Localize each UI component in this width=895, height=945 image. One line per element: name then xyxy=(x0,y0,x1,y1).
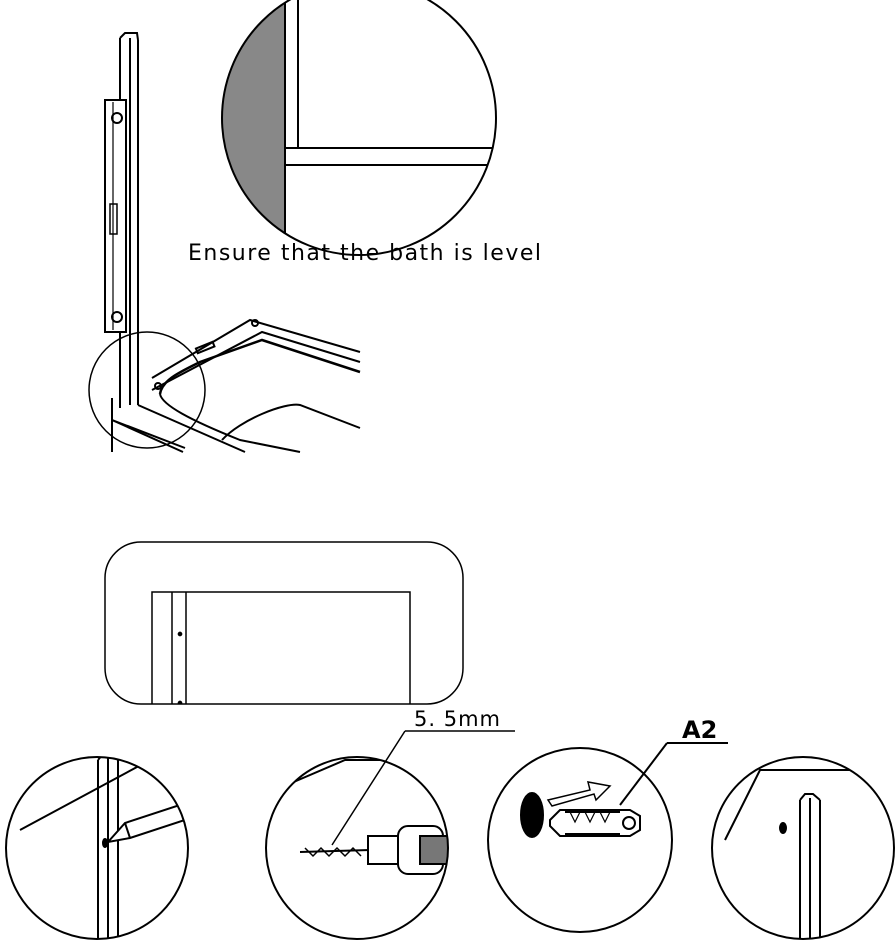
bath-corner xyxy=(111,318,361,453)
wall-overview-panel xyxy=(104,541,464,705)
arrow-icon xyxy=(546,781,612,807)
zoom-detail-circle xyxy=(221,0,497,256)
spirit-level xyxy=(104,99,127,333)
drill-size-label: 5. 5mm xyxy=(414,707,501,731)
step-hole-ready xyxy=(711,756,895,940)
drilled-hole xyxy=(520,792,544,838)
drill-size-callout xyxy=(331,730,515,846)
wall-shading xyxy=(222,0,285,255)
step-insert-plug xyxy=(487,747,673,933)
step-mark-hole xyxy=(5,756,189,940)
instruction-text: Ensure that the bath is level xyxy=(188,241,543,266)
part-callout xyxy=(619,742,728,806)
wall-plug-icon xyxy=(549,809,641,837)
part-label: A2 xyxy=(682,716,717,744)
bath-level-illustration xyxy=(88,0,497,453)
step-drill-hole xyxy=(265,756,449,940)
detail-highlight-circle xyxy=(88,331,206,449)
drill-icon xyxy=(299,825,448,875)
